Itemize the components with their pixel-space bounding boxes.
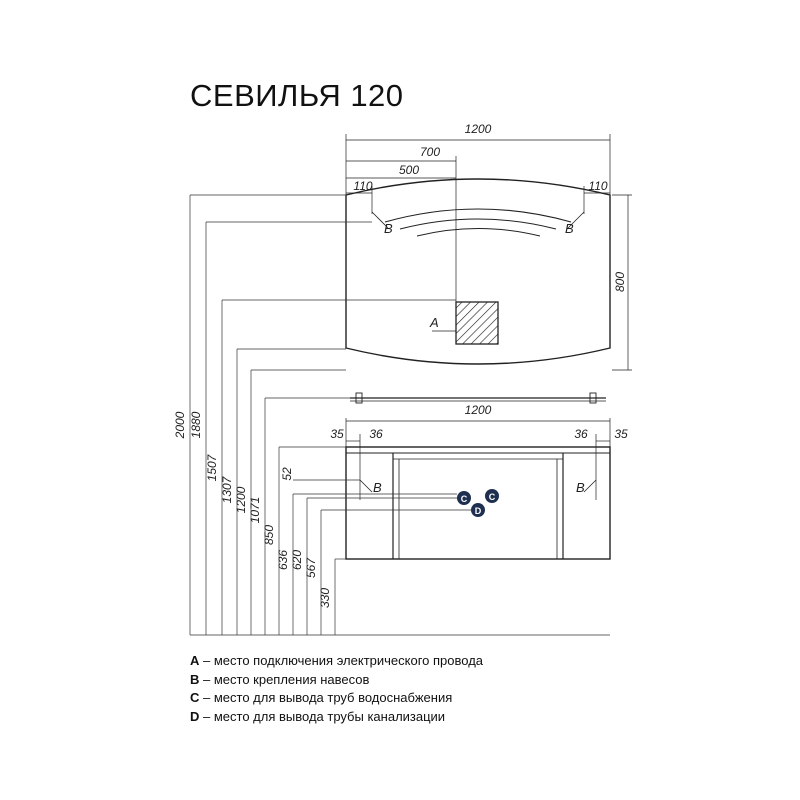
legend-key: B [190, 671, 200, 687]
legend-text: – место крепления навесов [199, 671, 370, 687]
legend-text: – место для вывода трубы канализации [199, 708, 446, 724]
water-outlet-right [485, 489, 499, 503]
cabinet-dim-36-right-label: 36 [574, 427, 588, 441]
height-labels: 2000 1880 1507 1307 1200 1071 850 52 636… [173, 411, 332, 608]
mirror [345, 134, 632, 371]
legend-key: D [190, 708, 200, 724]
legend-key: A [190, 653, 200, 668]
page-title: СЕВИЛЬЯ 120 [190, 78, 404, 113]
height-1880-label: 1880 [189, 411, 203, 438]
cabinet-dim-35-right-label: 35 [614, 427, 628, 441]
height-620-label: 620 [290, 550, 304, 570]
outlet-mark-c-right: C [489, 492, 496, 502]
height-636-label: 636 [276, 550, 290, 570]
mirror-dim-700-label: 700 [420, 145, 440, 159]
height-2000-label: 2000 [173, 411, 187, 439]
outlet-mark-d: D [475, 506, 482, 516]
legend-text: – место для вывода труб водоснабжения [199, 690, 453, 705]
legend-item-d: D – место для вывода трубы канализации [190, 708, 483, 727]
legend-key: C [190, 690, 200, 705]
water-outlet-left [457, 491, 471, 505]
cabinet-mark-b-right: B [576, 480, 585, 495]
height-1200-label: 1200 [234, 486, 248, 513]
socket-area [455, 301, 499, 345]
height-567-label: 567 [304, 557, 318, 578]
height-1071-label: 1071 [248, 497, 262, 524]
mirror-width-label: 1200 [465, 122, 492, 136]
mirror-mark-b-left: B [384, 221, 393, 236]
mirror-mark-a: A [429, 315, 439, 330]
legend-text: – место подключения электрического прово… [199, 653, 484, 668]
mirror-mark-b-right: B [565, 221, 574, 236]
pipe-outlets: C C D [457, 489, 499, 517]
height-330-label: 330 [318, 588, 332, 608]
mirror-height-label: 800 [613, 272, 627, 292]
legend-item-c: C – место для вывода труб водоснабжения [190, 689, 483, 708]
height-1507-label: 1507 [205, 453, 219, 481]
mirror-dim-110-left-label: 110 [353, 179, 372, 193]
drain-outlet [471, 503, 485, 517]
glass-shelf [350, 392, 606, 404]
cabinet-body [345, 446, 611, 560]
shelf-width-label: 1200 [465, 403, 492, 417]
mirror-outline [345, 178, 611, 365]
vanity-cabinet [345, 418, 611, 560]
cabinet-dim-36-left-label: 36 [369, 427, 383, 441]
mirror-dim-110-right-label: 110 [588, 179, 607, 193]
height-1307-label: 1307 [220, 475, 234, 503]
cabinet-dim-35-left-label: 35 [330, 427, 344, 441]
mirror-lamp-arc [384, 208, 572, 223]
mirror-dim-500-label: 500 [399, 163, 419, 177]
legend-item-b: B – место крепления навесов [190, 671, 483, 690]
outlet-mark-c-left: C [461, 494, 468, 504]
cabinet-mark-b-left: B [373, 480, 382, 495]
height-850-label: 850 [262, 525, 276, 545]
legend: A – место подключения электрического про… [190, 652, 483, 726]
legend-item-a: A – место подключения электрического про… [190, 652, 483, 671]
height-52-label: 52 [280, 467, 294, 481]
height-ladder [189, 194, 610, 636]
